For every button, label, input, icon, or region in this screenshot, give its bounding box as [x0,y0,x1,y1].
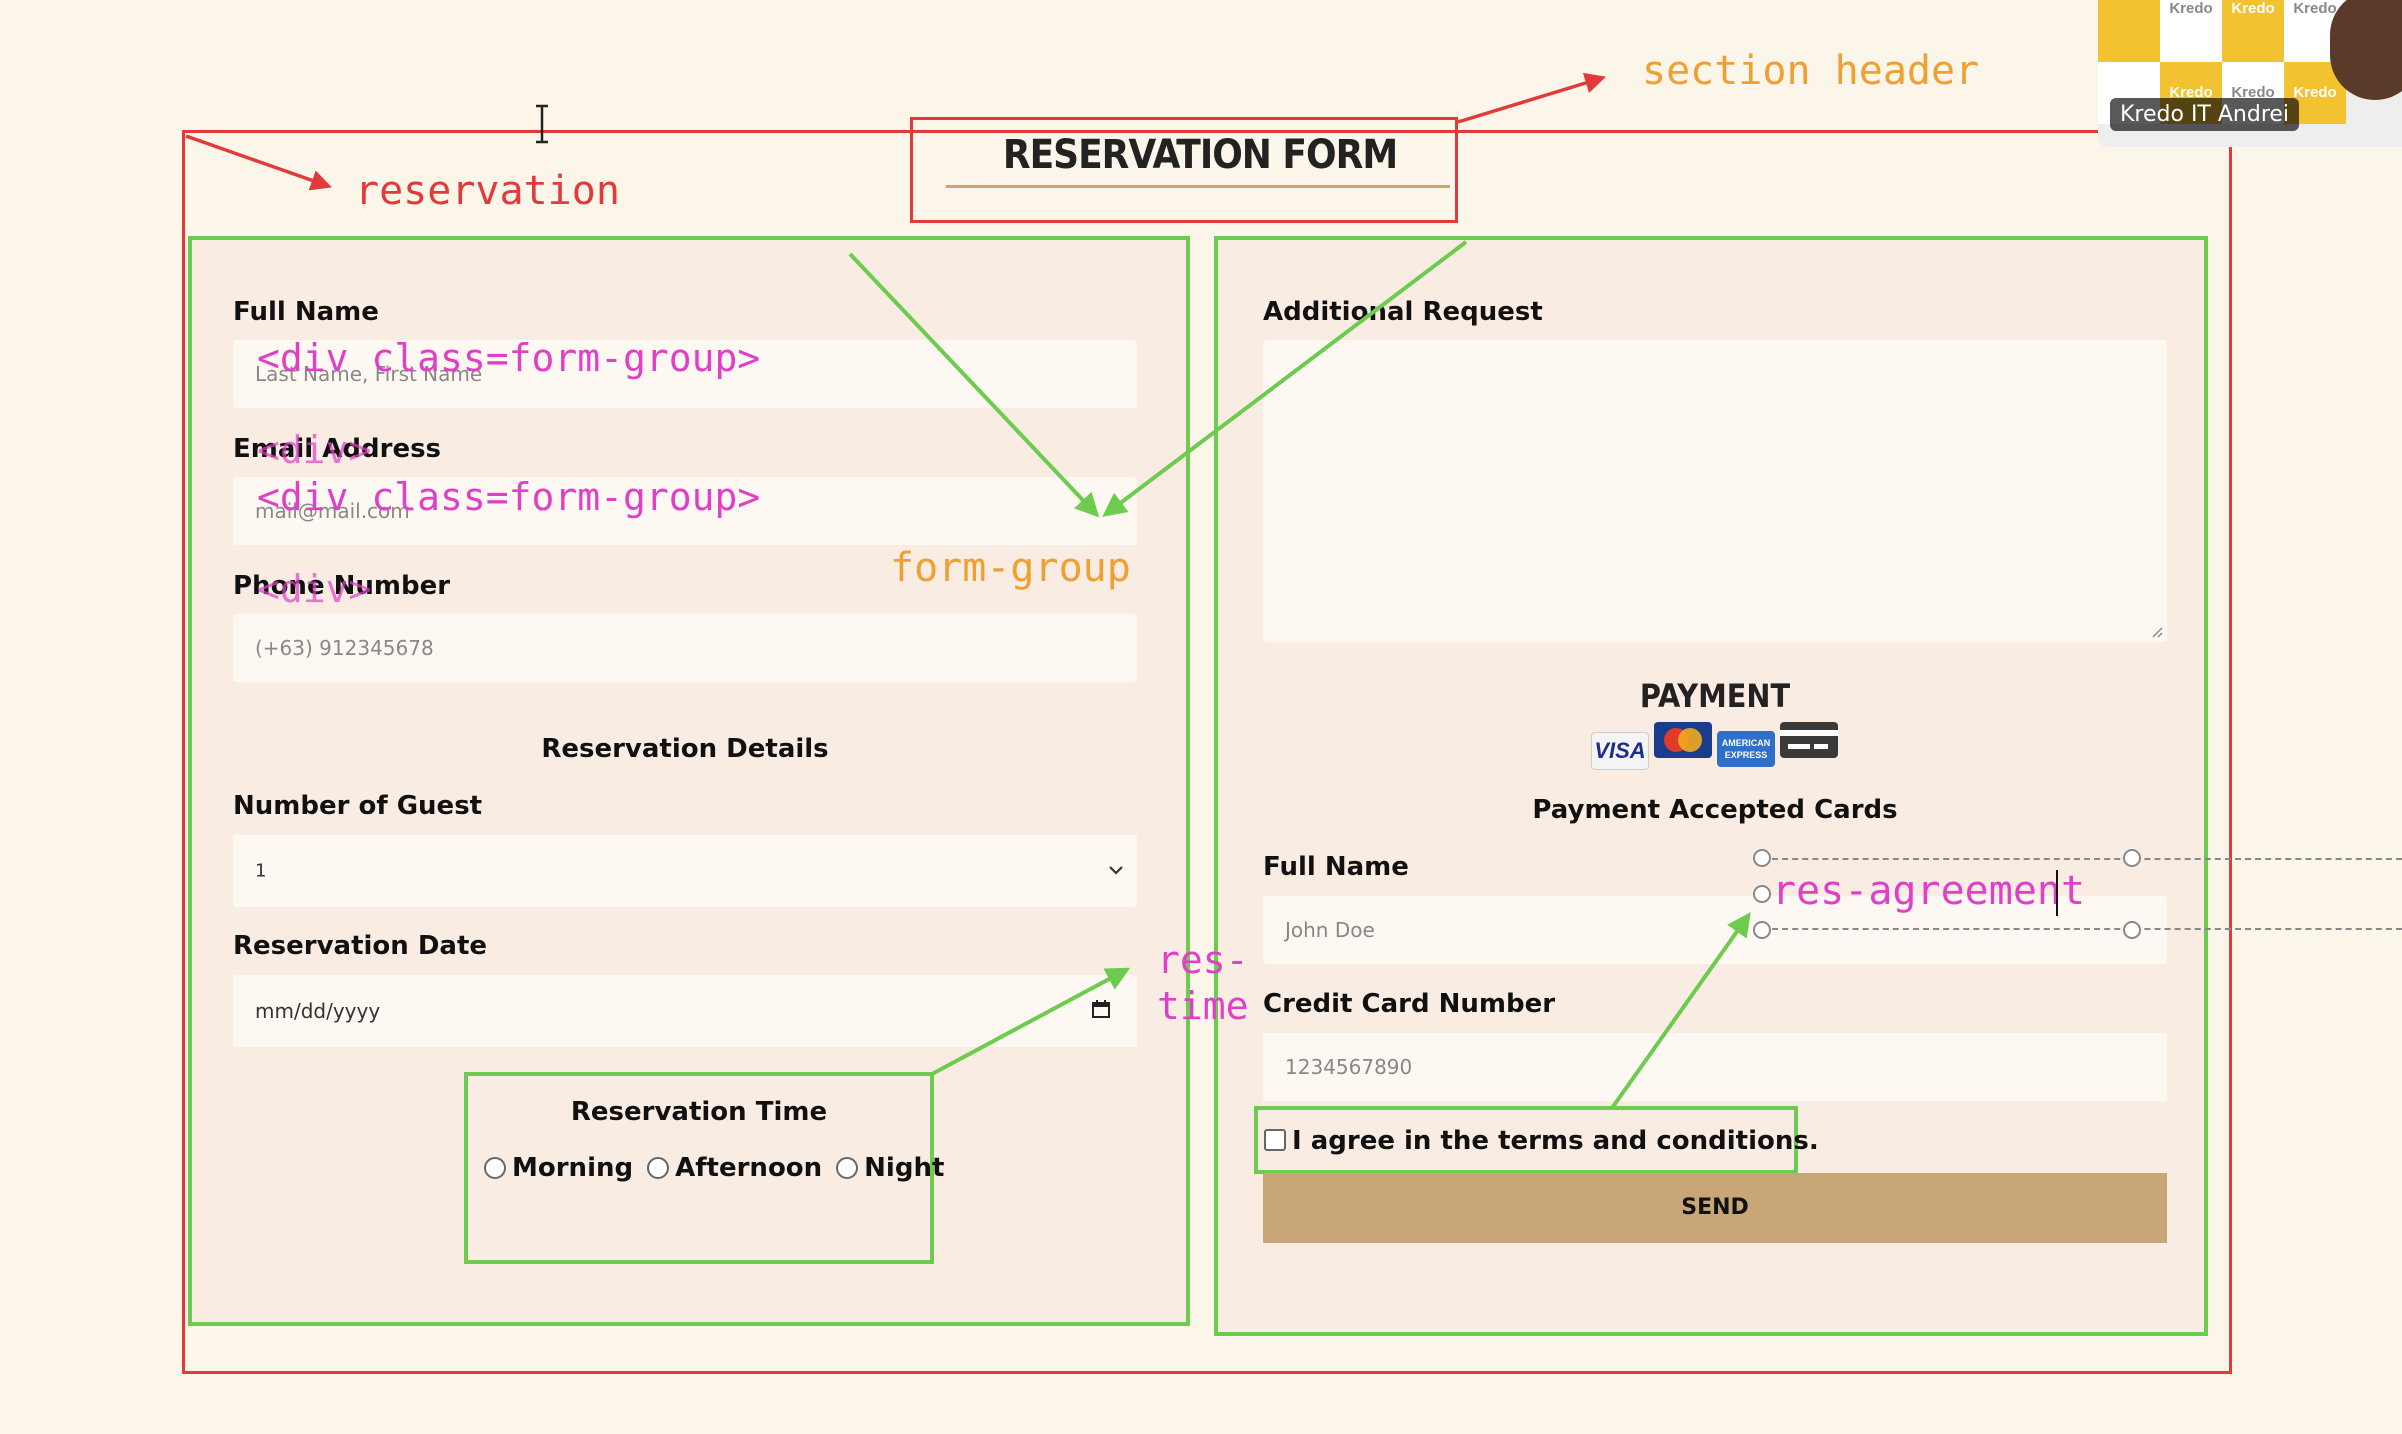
payment-accepted-text: Payment Accepted Cards [1532,795,1898,825]
date-label: Reservation Date [233,931,488,961]
i-beam-cursor-icon [536,104,548,144]
visa-card-icon: VISA [1591,732,1649,770]
selection-handle[interactable] [2123,921,2141,939]
email-input[interactable]: mail@mail.com [233,477,1137,545]
tile-text: Kredo [2293,84,2337,101]
title-underline [946,185,1450,188]
form-group-div-annotation-1: <div class=form-group> [257,336,761,380]
phone-label: Phone Number [233,571,451,601]
mastercard-icon [1654,722,1712,758]
tile [2098,0,2160,62]
form-group-annotation: form-group [890,545,1131,591]
res-agreement-textbox[interactable]: res-agreement [1762,858,2402,930]
tile-text: Kredo [2293,0,2337,17]
guests-select[interactable]: 1 [233,835,1137,907]
payment-heading: PAYMENT [1639,677,1791,715]
payment-full-name-input[interactable]: John Doe [1263,896,2167,964]
radio-afternoon-label: Afternoon [675,1153,823,1183]
guests-label: Number of Guest [233,791,483,821]
resize-handle-icon[interactable] [2151,626,2163,638]
full-name-placeholder: Last Name, First Name [255,362,483,386]
send-button[interactable]: SEND [1263,1173,2167,1243]
res-agreement-annotation: res-agreement [1772,868,2086,914]
reservation-time-box [464,1072,934,1264]
section-header-outline [910,117,1458,223]
radio-circle[interactable] [484,1157,506,1179]
tile-text: Kredo [2231,0,2275,17]
text-cursor [2056,870,2058,916]
selection-handle[interactable] [1753,921,1771,939]
reservation-arrow [185,134,332,191]
radio-circle[interactable] [647,1157,670,1179]
full-name-label: Full Name [233,297,379,327]
tile-text: Kredo [2169,0,2213,17]
card-number-label: Credit Card Number [1263,989,1556,1019]
left-form-panel [190,238,1188,1324]
left-column-outline [188,236,1190,1326]
email-placeholder: mail@mail.com [255,499,410,523]
payment-full-name-label: Full Name [1263,852,1409,882]
form-group-arrow-left [848,252,1100,518]
tile: Kredo [2160,0,2222,62]
presenter-name-tag: Kredo IT Andrei [2110,98,2300,131]
generic-card-icon [1780,722,1838,758]
res-time-annotation-1: res- [1157,938,1249,982]
date-placeholder: mm/dd/yyyy [255,999,381,1023]
form-title: RESERVATION FORM [1002,132,1398,178]
agreement-label: I agree in the terms and conditions. [1292,1126,1819,1156]
tile-text: Kredo [2169,84,2213,101]
res-time-arrow [931,967,1131,1076]
chevron-down-icon [1109,866,1123,875]
form-group-arrow-right [1102,240,1468,517]
selection-handle[interactable] [2123,849,2141,867]
date-input[interactable]: mm/dd/yyyy [233,975,1137,1047]
res-agreement-arrow [1610,912,1751,1110]
section-header-annotation: section header [1642,48,1980,94]
tile: Kredo [2222,0,2284,62]
radio-night-label: Night [864,1153,945,1183]
agreement-box [1254,1106,1798,1174]
card-number-input[interactable]: 1234567890 [1263,1033,2167,1101]
tile-text: Kredo [2231,84,2275,101]
presenter-silhouette [2330,0,2402,100]
card-number-placeholder: 1234567890 [1285,1055,1413,1079]
radio-morning[interactable]: Morning [484,1153,647,1183]
radio-night[interactable]: Night [836,1153,958,1183]
calendar-icon[interactable] [1091,999,1111,1019]
div-annotation-1: <div> [257,428,372,472]
additional-request-textarea[interactable] [1263,340,2167,642]
agreement-checkbox[interactable] [1264,1129,1286,1151]
section-header-arrow [1457,72,1607,124]
presenter-name: Kredo IT Andrei [2120,102,2290,127]
guests-value: 1 [255,860,267,882]
reservation-time-label: Reservation Time [570,1097,828,1127]
res-time-annotation-2: time [1157,984,1249,1028]
reservation-outline [182,130,2232,1374]
video-overlay: Kredo Kredo Kredo Kredo Kredo Kredo Kred… [2098,0,2402,147]
agreement-row[interactable]: I agree in the terms and conditions. [1264,1126,1819,1156]
div-annotation-2: <div> [257,567,372,611]
time-radio-group: Morning Afternoon Night [484,1153,958,1183]
radio-afternoon[interactable]: Afternoon [647,1153,836,1183]
radio-morning-label: Morning [512,1153,634,1183]
selection-handle[interactable] [1753,885,1771,903]
reservation-details-heading: Reservation Details [541,734,829,764]
phone-input[interactable]: (+63) 912345678 [233,614,1137,682]
right-column-outline [1214,236,2208,1336]
send-button-label: SEND [1681,1195,1749,1220]
additional-request-label: Additional Request [1263,297,1543,327]
form-group-div-annotation-2: <div class=form-group> [257,475,761,519]
selection-handle[interactable] [1753,849,1771,867]
payment-full-name-placeholder: John Doe [1285,918,1375,942]
phone-placeholder: (+63) 912345678 [255,636,434,660]
radio-circle[interactable] [836,1157,859,1179]
reservation-annotation: reservation [355,168,620,214]
email-label: Email Address [233,434,442,464]
